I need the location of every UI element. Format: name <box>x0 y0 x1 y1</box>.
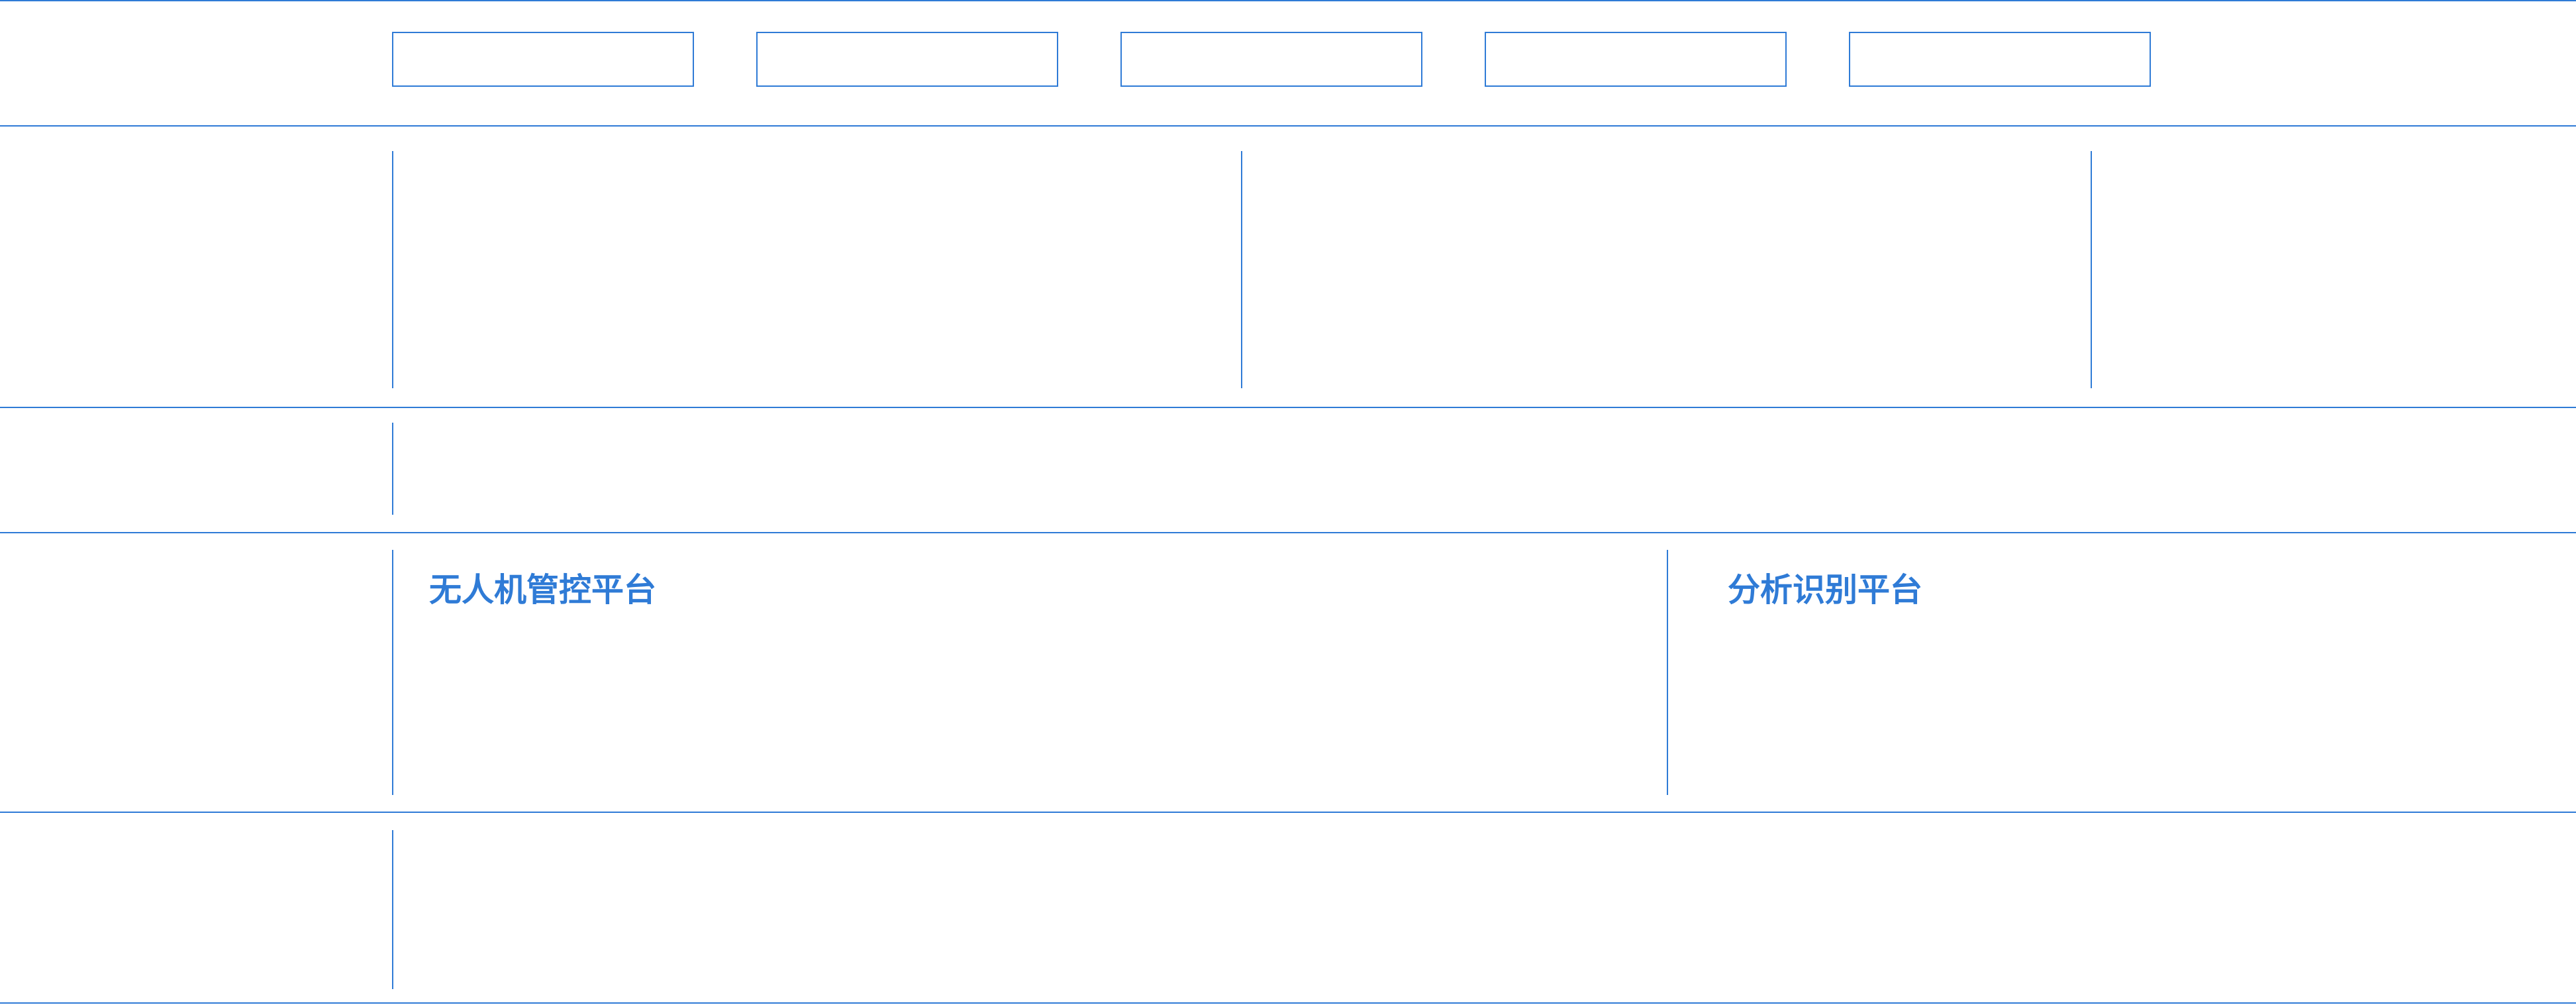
top-box-4[interactable] <box>1485 32 1787 87</box>
top-box-1[interactable] <box>392 32 694 87</box>
drone-control-platform-title: 无人机管控平台 <box>429 571 657 609</box>
divider-row-1 <box>0 125 2576 127</box>
top-box-2[interactable] <box>756 32 1058 87</box>
top-box-3[interactable] <box>1120 32 1422 87</box>
divider-row-3 <box>0 532 2576 533</box>
row-3-column-divider-2 <box>1667 550 1668 795</box>
divider-top <box>0 0 2576 1</box>
row-4-column-divider <box>392 830 393 989</box>
divider-row-4 <box>0 812 2576 813</box>
row-1-column-divider-2 <box>1241 151 1242 388</box>
divider-row-2 <box>0 407 2576 408</box>
analysis-recognition-platform-title: 分析识别平台 <box>1728 571 1923 609</box>
row-3-column-divider-1 <box>392 550 393 795</box>
row-1-column-divider-1 <box>392 151 393 388</box>
row-2-column-divider <box>392 423 393 515</box>
divider-bottom <box>0 1002 2576 1004</box>
top-box-5[interactable] <box>1849 32 2151 87</box>
row-1-column-divider-3 <box>2091 151 2092 388</box>
